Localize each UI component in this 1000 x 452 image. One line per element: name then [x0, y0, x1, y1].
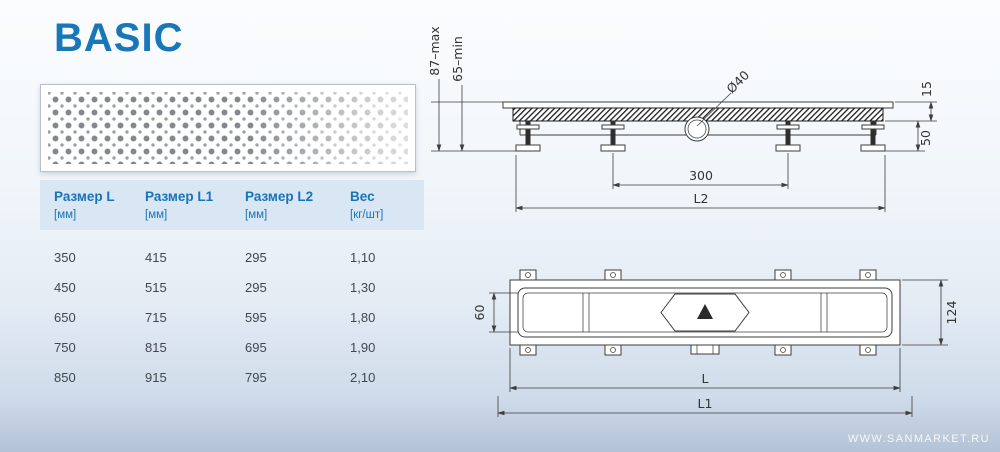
table-header-row: Размер L [мм] Размер L1 [мм] Размер L2 [… — [40, 180, 424, 230]
outlet-flange — [690, 344, 720, 355]
dim-l1-label: L1 — [698, 396, 713, 411]
flow-direction-triangle — [697, 304, 713, 319]
dim-edge-height-label: 15 — [919, 81, 934, 97]
table-cell: 1,30 — [350, 279, 376, 295]
grate-dots-pattern — [48, 92, 408, 164]
table-cell: 1,80 — [350, 309, 376, 325]
dim-outlet-diameter-label: Ø40 — [723, 67, 752, 96]
adjustable-leg — [515, 121, 541, 152]
column-label: Вес — [350, 189, 375, 204]
table-cell: 2,10 — [350, 369, 376, 385]
table-cell: 295 — [245, 249, 267, 265]
dimension-l2 — [515, 155, 886, 212]
adjustable-leg — [775, 121, 801, 152]
adjustable-leg — [860, 121, 886, 152]
dimension-edge-height — [885, 101, 937, 122]
table-cell: 1,10 — [350, 249, 376, 265]
table-cell: 515 — [145, 279, 167, 295]
column-unit: [мм] — [54, 209, 77, 221]
dimension-l1 — [497, 396, 913, 417]
dim-height-min-label: 65–min — [450, 36, 465, 82]
column-unit: [мм] — [245, 209, 268, 221]
table-row: 650 715 595 1,80 — [54, 302, 424, 332]
table-cell: 815 — [145, 339, 167, 355]
side-view-drawing: Ø40 87–max 65–min 15 50 300 — [427, 26, 937, 212]
column-label: Размер L — [54, 189, 115, 204]
dimensions-table: Размер L [мм] Размер L1 [мм] Размер L2 [… — [40, 180, 424, 392]
dimension-channel-width — [489, 292, 518, 333]
table-body: 350 415 295 1,10 450 515 295 1,30 650 71… — [40, 230, 424, 392]
site-watermark: WWW.SANMARKET.RU — [847, 433, 990, 445]
dim-overall-width-label: 124 — [944, 301, 959, 325]
page-title: BASIC — [54, 16, 184, 60]
center-insert — [660, 293, 750, 332]
table-row: 450 515 295 1,30 — [54, 272, 424, 302]
table-cell: 350 — [54, 249, 76, 265]
table-cell: 450 — [54, 279, 76, 295]
outlet-pipe — [684, 92, 732, 142]
column-unit: [кг/шт] — [350, 209, 384, 221]
table-cell: 715 — [145, 309, 167, 325]
column-unit: [мм] — [145, 209, 168, 221]
table-row: 750 815 695 1,90 — [54, 332, 424, 362]
table-header-cell: Размер L2 [мм] — [245, 189, 350, 221]
table-cell: 650 — [54, 309, 76, 325]
table-cell: 850 — [54, 369, 76, 385]
table-cell: 915 — [145, 369, 167, 385]
table-cell: 415 — [145, 249, 167, 265]
table-cell: 695 — [245, 339, 267, 355]
dim-l-label: L — [702, 371, 709, 386]
table-cell: 795 — [245, 369, 267, 385]
table-cell: 1,90 — [350, 339, 376, 355]
dimension-foot-span — [612, 153, 789, 189]
table-row: 350 415 295 1,10 — [54, 242, 424, 272]
dimension-leg-height — [883, 120, 925, 152]
dim-channel-width-label: 60 — [472, 305, 487, 321]
column-label: Размер L1 — [145, 189, 214, 204]
table-header-cell: Размер L [мм] — [54, 189, 145, 221]
adjustable-leg — [600, 121, 626, 152]
dim-l2-label: L2 — [694, 191, 709, 206]
table-header-cell: Вес [кг/шт] — [350, 189, 436, 221]
dim-foot-span-label: 300 — [689, 168, 713, 183]
dimension-l — [509, 348, 901, 392]
mounting-tab — [519, 269, 537, 356]
top-view-drawing: 60 124 L L1 — [472, 269, 959, 417]
dim-leg-height-label: 50 — [918, 130, 933, 146]
table-header-cell: Размер L1 [мм] — [145, 189, 245, 221]
table-cell: 295 — [245, 279, 267, 295]
table-row: 850 915 795 2,10 — [54, 362, 424, 392]
dimension-height-max — [431, 79, 525, 152]
table-cell: 595 — [245, 309, 267, 325]
table-cell: 750 — [54, 339, 76, 355]
dimension-overall-width — [902, 279, 948, 346]
dim-height-max-label: 87–max — [427, 26, 442, 75]
column-label: Размер L2 — [245, 189, 314, 204]
grate-preview-image — [40, 84, 416, 172]
